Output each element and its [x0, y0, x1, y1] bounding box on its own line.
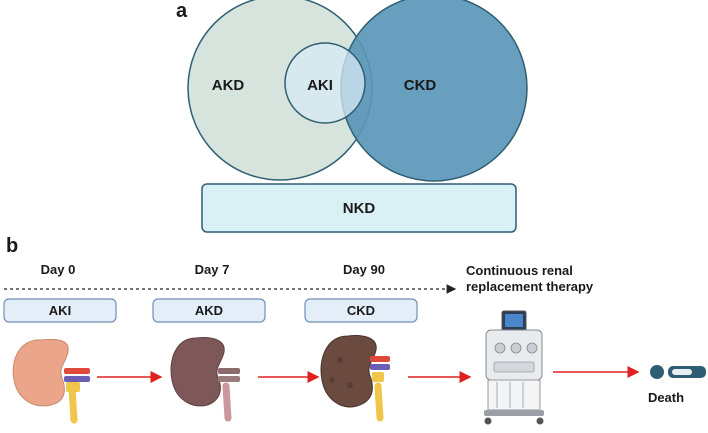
kidney-akd-illustration — [170, 337, 240, 422]
stage-akd-label: AKD — [195, 303, 223, 318]
stage-box-aki — [3, 298, 117, 323]
panel-a-label: a — [176, 0, 188, 22]
stage-box-akd — [152, 298, 266, 323]
nkd-box — [201, 183, 517, 233]
day-0-label: Day 0 — [41, 262, 76, 277]
stage-ckd-label: CKD — [347, 303, 375, 318]
crrt-machine-illustration — [484, 310, 544, 425]
aki-circle — [284, 42, 366, 124]
kidney-aki-illustration — [12, 338, 90, 424]
day-90-label: Day 90 — [343, 262, 385, 277]
panel-b-label: b — [6, 235, 18, 257]
death-label: Death — [648, 390, 684, 405]
ckd-label: CKD — [404, 77, 437, 94]
akd-label: AKD — [212, 77, 245, 94]
kidney-ckd-illustration — [320, 335, 390, 422]
therapy-label-line1: Continuous renal — [466, 263, 573, 278]
stage-box-ckd — [304, 298, 418, 323]
therapy-label-line2: replacement therapy — [466, 279, 594, 294]
aki-label: AKI — [307, 77, 333, 94]
nkd-label: NKD — [343, 200, 376, 217]
stage-aki-label: AKI — [49, 303, 71, 318]
day-7-label: Day 7 — [195, 262, 230, 277]
deceased-person-icon — [650, 365, 706, 379]
